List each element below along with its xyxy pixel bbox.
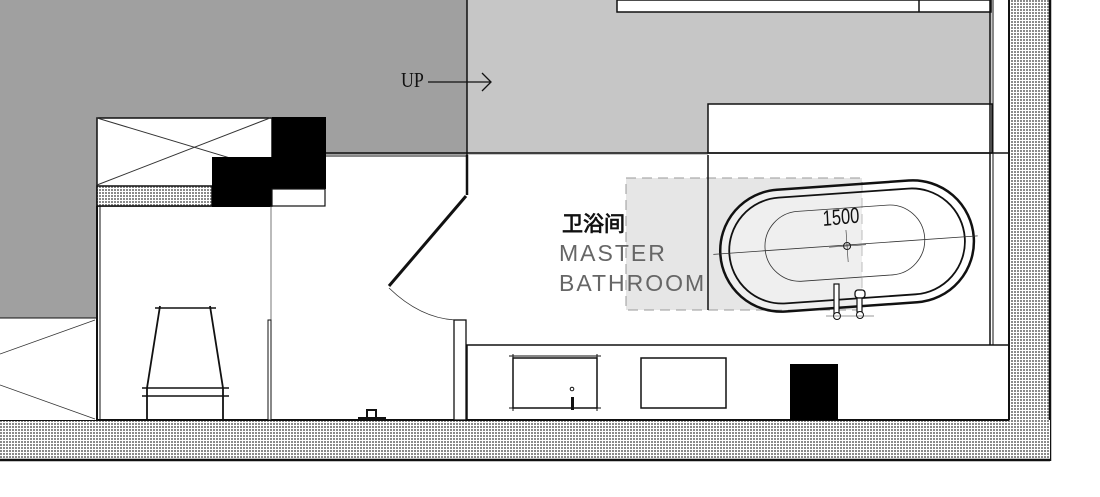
room-name-en-line2: BATHROOM xyxy=(559,270,707,296)
cabinet-box xyxy=(640,357,727,409)
sink-icon xyxy=(509,354,601,411)
floor-drain-icon xyxy=(358,409,386,420)
room-name-en-line1: MASTER xyxy=(559,240,667,266)
light-gray-zone xyxy=(467,0,992,155)
faucet-icon xyxy=(826,283,874,320)
closet-cabinet xyxy=(96,117,326,207)
room-name-cn: 卫浴间 xyxy=(562,212,625,236)
counter-top xyxy=(707,103,993,154)
bathtub-dimension: 1500 xyxy=(822,202,860,231)
toilet-icon xyxy=(142,305,229,420)
stair-arrow-icon xyxy=(428,72,492,92)
exterior-wall-right xyxy=(1009,0,1050,460)
exterior-wall-bottom xyxy=(0,420,1050,460)
door-swing-icon xyxy=(387,155,469,421)
fixture-block xyxy=(790,364,838,420)
bathtub-icon xyxy=(713,179,978,313)
stair-up-label: UP xyxy=(401,68,424,92)
